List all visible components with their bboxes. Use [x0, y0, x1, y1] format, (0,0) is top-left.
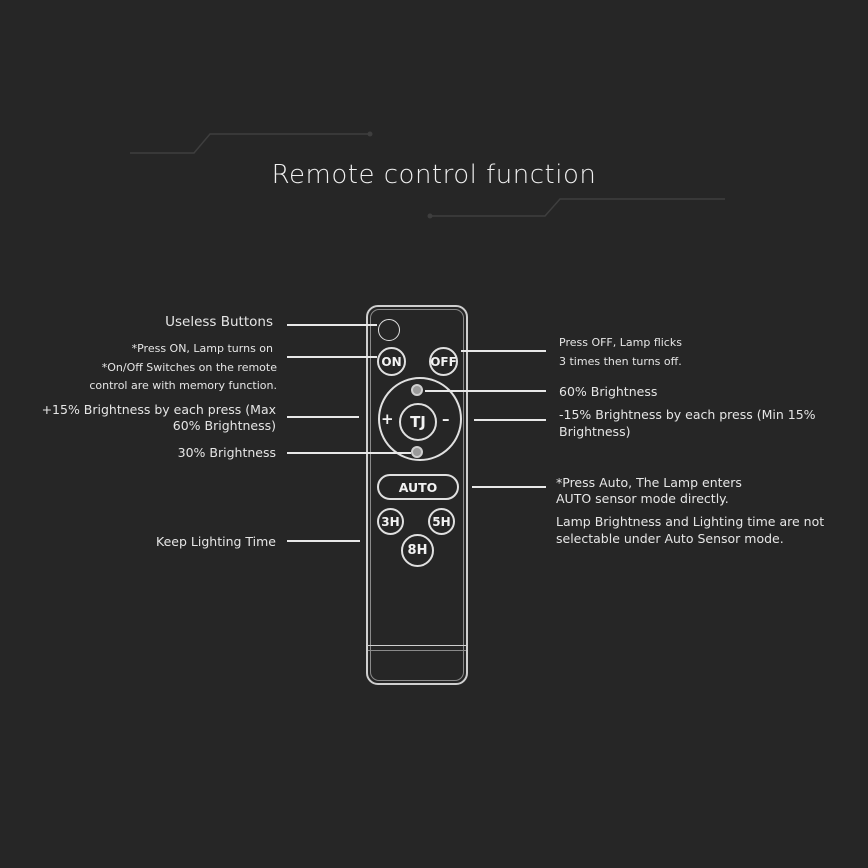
label-auto-4: selectable under Auto Sensor mode.: [556, 531, 784, 546]
on-button[interactable]: ON: [377, 347, 406, 376]
brightness-30-button[interactable]: [411, 446, 423, 458]
label-auto-3: Lamp Brightness and Lighting time are no…: [556, 514, 825, 529]
label-on-3: control are with memory function.: [89, 379, 277, 392]
leader-line: [425, 390, 546, 392]
label-plus-2: 60% Brightness): [172, 418, 276, 433]
timer-5h-button[interactable]: 5H: [428, 508, 455, 535]
minus-button[interactable]: –: [442, 410, 450, 428]
label-auto-1: *Press Auto, The Lamp enters: [556, 475, 742, 490]
off-button[interactable]: OFF: [429, 347, 458, 376]
label-60-brightness: 60% Brightness: [559, 384, 658, 399]
label-minus-2: Brightness): [559, 424, 631, 439]
brightness-ring: [378, 377, 462, 461]
remote-body: [366, 305, 468, 685]
timer-3h-button[interactable]: 3H: [377, 508, 404, 535]
remote-divider: [368, 645, 466, 646]
label-on-1: *Press ON, Lamp turns on: [131, 342, 273, 355]
tj-button[interactable]: TJ: [399, 403, 437, 441]
label-off-2: 3 times then turns off.: [559, 355, 682, 368]
leader-line: [287, 324, 377, 326]
page-title: Remote control function: [271, 160, 597, 190]
brightness-60-button[interactable]: [411, 384, 423, 396]
label-minus-1: -15% Brightness by each press (Min 15%: [559, 407, 816, 422]
label-keep-lighting-time: Keep Lighting Time: [156, 534, 276, 549]
leader-line: [287, 356, 377, 358]
leader-line: [287, 540, 360, 542]
label-off-1: Press OFF, Lamp flicks: [559, 336, 682, 349]
useless-button[interactable]: [378, 319, 400, 341]
leader-line: [461, 350, 546, 352]
leader-line: [287, 416, 359, 418]
plus-button[interactable]: +: [381, 410, 394, 428]
label-on-2: *On/Off Switches on the remote: [101, 361, 277, 374]
label-auto-2: AUTO sensor mode directly.: [556, 491, 729, 506]
leader-line: [474, 419, 546, 421]
label-30-brightness: 30% Brightness: [177, 445, 276, 460]
remote-divider: [368, 650, 466, 651]
timer-8h-button[interactable]: 8H: [401, 534, 434, 567]
auto-button[interactable]: AUTO: [377, 474, 459, 500]
remote-inner-outline: [370, 309, 464, 681]
label-useless-buttons: Useless Buttons: [165, 314, 273, 330]
label-plus-1: +15% Brightness by each press (Max: [41, 402, 276, 417]
leader-line: [287, 452, 411, 454]
leader-line: [472, 486, 546, 488]
